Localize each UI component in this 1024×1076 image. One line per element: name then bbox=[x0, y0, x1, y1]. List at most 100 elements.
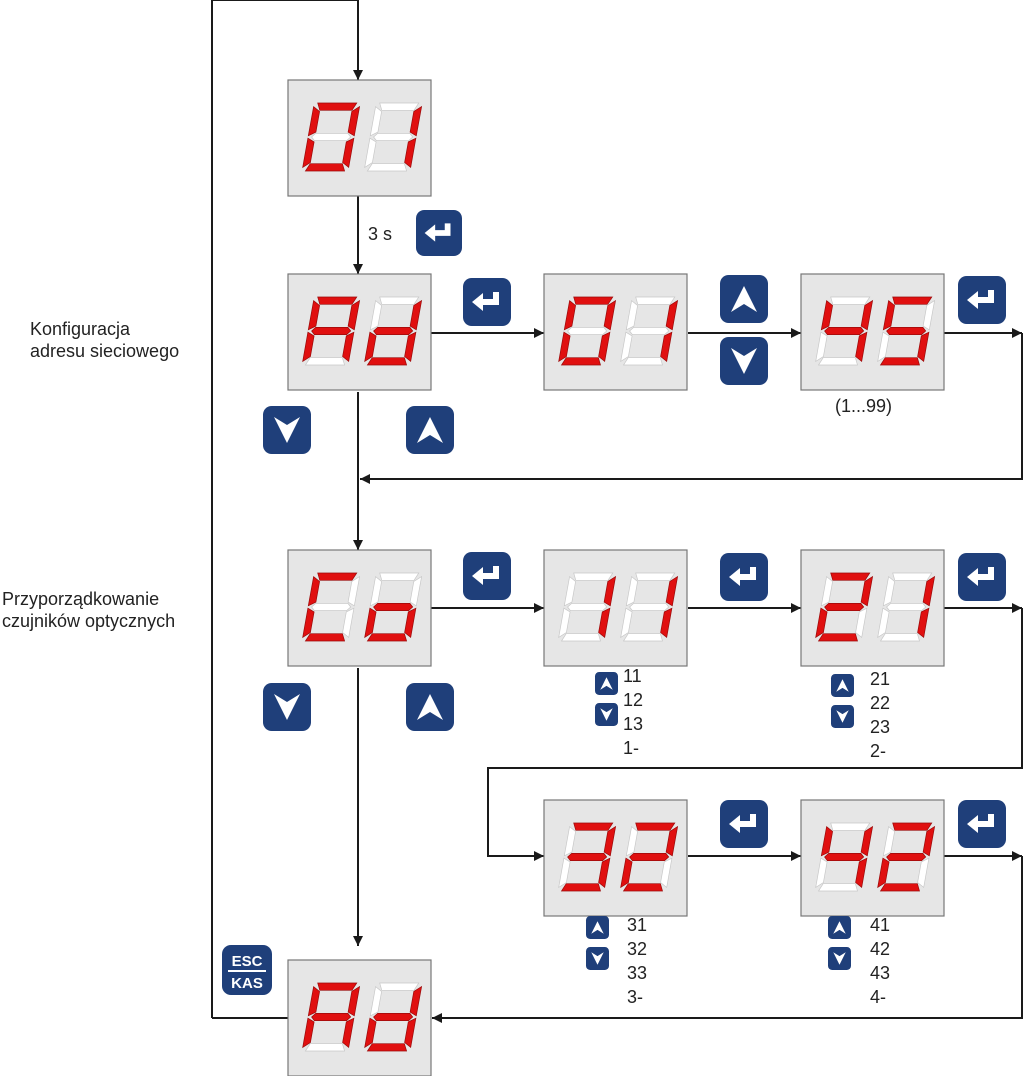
down-button-sensor-3[interactable] bbox=[586, 947, 609, 970]
segment-e-on bbox=[302, 331, 315, 363]
up-button-address-value[interactable] bbox=[720, 275, 768, 323]
segment-e-off bbox=[620, 607, 633, 639]
up-button-sensor-4[interactable] bbox=[828, 916, 851, 939]
down-button-sensor-4[interactable] bbox=[828, 947, 851, 970]
enter-button-sensor-4[interactable] bbox=[958, 800, 1006, 848]
segment-d-on bbox=[366, 357, 408, 366]
segment-a-on bbox=[892, 822, 933, 831]
enter-button-hold[interactable] bbox=[416, 210, 462, 256]
segment-g-off bbox=[373, 133, 414, 141]
segment-f-on bbox=[307, 985, 320, 1017]
segment-f-on bbox=[820, 299, 833, 331]
down-button-sensor-2[interactable] bbox=[831, 705, 854, 728]
segment-f-on bbox=[307, 299, 320, 331]
segment-c-off bbox=[342, 607, 355, 639]
display-address-menu bbox=[287, 273, 432, 391]
segment-g-on bbox=[886, 327, 927, 335]
sensor-4-option-4: 4- bbox=[870, 987, 887, 1007]
segment-a-off bbox=[635, 572, 676, 581]
segment-c-on bbox=[660, 607, 673, 639]
segment-f-off bbox=[882, 825, 895, 857]
segment-e-on bbox=[302, 607, 315, 639]
up-button-sensor-2[interactable] bbox=[831, 674, 854, 697]
enter-button-sensor-1[interactable] bbox=[720, 553, 768, 601]
segment-d-on bbox=[817, 633, 858, 642]
segment-f-off bbox=[625, 299, 638, 331]
enter-icon bbox=[729, 814, 756, 833]
up-button-address-menu[interactable] bbox=[406, 406, 454, 454]
arrow-down-icon bbox=[731, 348, 757, 374]
segment-d-on bbox=[560, 883, 601, 892]
segment-a-off bbox=[573, 572, 614, 581]
segment-f-on bbox=[563, 299, 576, 331]
arrow-up-icon bbox=[600, 677, 613, 690]
segment-e-off bbox=[558, 857, 571, 889]
segment-e-on bbox=[302, 1017, 315, 1049]
arrow-down-icon bbox=[591, 952, 604, 965]
enter-button-sensor-2[interactable] bbox=[958, 553, 1006, 601]
segment-g-off bbox=[886, 603, 927, 611]
enter-icon bbox=[472, 292, 499, 311]
segment-g-off bbox=[311, 603, 352, 611]
segment-d-off bbox=[817, 357, 858, 366]
sensor-4-options: 41 42 43 4- bbox=[870, 913, 890, 1009]
segment-c-off bbox=[855, 607, 868, 639]
segment-c-on bbox=[342, 331, 355, 363]
enter-button-sensor-3[interactable] bbox=[720, 800, 768, 848]
segment-c-on bbox=[855, 857, 868, 889]
segment-f-off bbox=[369, 105, 382, 137]
sensor-2-option-1: 21 bbox=[870, 669, 891, 689]
segment-d-on bbox=[304, 633, 346, 642]
segment-a-on bbox=[573, 296, 614, 305]
up-button-sensor-3[interactable] bbox=[586, 916, 609, 939]
segment-c-on bbox=[660, 331, 673, 363]
display-sensor-3 bbox=[543, 799, 688, 917]
segment-g-on bbox=[824, 327, 865, 335]
enter-button-address[interactable] bbox=[463, 278, 511, 326]
segment-a-on bbox=[635, 822, 676, 831]
up-button-sensor-menu[interactable] bbox=[406, 683, 454, 731]
segment-d-on bbox=[622, 883, 663, 892]
segment-g-off bbox=[629, 603, 670, 611]
segment-c-on bbox=[404, 1017, 417, 1049]
segment-b-on bbox=[860, 299, 874, 331]
segment-b-on bbox=[347, 985, 361, 1017]
up-button-sensor-1[interactable] bbox=[595, 672, 618, 695]
segment-a-on bbox=[317, 296, 358, 305]
segment-c-on bbox=[917, 331, 930, 363]
sensor-1-option-2: 12 bbox=[623, 690, 644, 710]
segment-b-on bbox=[409, 299, 423, 331]
enter-button-address-confirm[interactable] bbox=[958, 276, 1006, 324]
down-button-address-menu[interactable] bbox=[263, 406, 311, 454]
display-sensor-menu bbox=[287, 549, 432, 667]
segment-b-on bbox=[409, 105, 423, 137]
enter-icon bbox=[967, 814, 994, 833]
segment-e-on bbox=[302, 137, 315, 169]
arrow-down-icon bbox=[600, 708, 613, 721]
segment-g-on bbox=[629, 853, 670, 861]
down-button-address-value[interactable] bbox=[720, 337, 768, 385]
esc-label: ESC bbox=[232, 953, 263, 970]
segment-c-on bbox=[917, 607, 930, 639]
down-button-sensor-1[interactable] bbox=[595, 703, 618, 726]
segment-e-on bbox=[364, 1017, 377, 1049]
sensor-assign-label: Przyporządkowanie czujników optycznych bbox=[2, 588, 175, 632]
segment-g-off bbox=[629, 327, 670, 335]
address-config-label-line2: adresu sieciowego bbox=[30, 341, 180, 361]
enter-button-sensor-menu[interactable] bbox=[463, 552, 511, 600]
segment-d-on bbox=[366, 633, 408, 642]
sensor-1-option-4: 1- bbox=[623, 738, 640, 758]
segment-f-on bbox=[820, 825, 833, 857]
segment-a-off bbox=[892, 572, 933, 581]
sensor-assign-label-line2: czujników optycznych bbox=[2, 611, 176, 631]
segment-f-off bbox=[625, 825, 638, 857]
sensor-1-option-1: 11 bbox=[623, 666, 642, 686]
sensor-3-options: 31 32 33 3- bbox=[627, 913, 647, 1009]
sensor-2-option-2: 22 bbox=[870, 693, 891, 713]
kas-label: KAS bbox=[231, 975, 263, 992]
sensor-assign-label-line1: Przyporządkowanie bbox=[2, 589, 160, 609]
down-button-sensor-menu[interactable] bbox=[263, 683, 311, 731]
segment-g-off bbox=[567, 603, 608, 611]
esc-button[interactable]: ESC KAS bbox=[222, 945, 272, 995]
